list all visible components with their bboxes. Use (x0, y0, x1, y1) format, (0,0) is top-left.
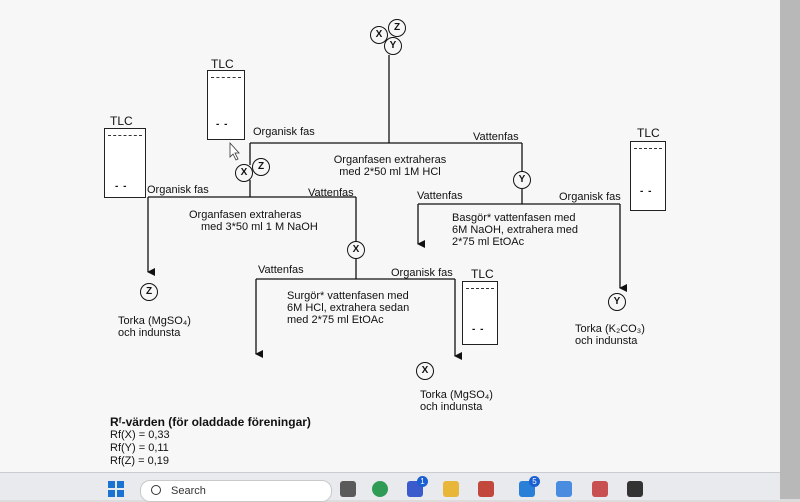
end-z-line1: Torka (MgSO₄) (118, 315, 191, 327)
tlc-spots-4: - - (472, 324, 485, 335)
step1-text: Organfasen extraheras med 2*50 ml 1M HCl (325, 154, 455, 178)
monitor-bezel (780, 0, 800, 499)
end-z-line2: och indunsta (118, 327, 181, 339)
step2-right-line3: 2*75 ml EtOAc (452, 236, 525, 248)
step3-line3: med 2*75 ml EtOAc (287, 314, 384, 326)
tlc-plate-4: - - (462, 281, 498, 345)
step3-line2: 6M HCl, extrahera sedan (287, 302, 410, 314)
taskbar-app-icon-5[interactable] (478, 481, 494, 497)
step2-left-line1: Organfasen extraheras (189, 209, 302, 221)
vattenfas-label-1: Vattenfas (473, 131, 519, 143)
compound-x-circle-start: X (370, 26, 388, 44)
taskbar-app-icon-2[interactable] (372, 481, 388, 497)
step2-right-text: Basgör* vattenfasen med 6M NaOH, extrahe… (452, 212, 578, 248)
teams-icon[interactable]: 1 (407, 476, 428, 497)
vattenfas-label-3: Vattenfas (417, 190, 463, 202)
tlc-label-1: TLC (211, 57, 234, 71)
compound-x-circle-mid: X (347, 241, 365, 259)
tlc-label-2: TLC (110, 114, 133, 128)
end-y-line1: Torka (K₂CO₃) (575, 323, 645, 335)
compound-z-circle-branch: Z (252, 158, 270, 176)
notification-badge-2: 5 (529, 476, 540, 487)
taskbar-app-icon-8[interactable] (592, 481, 608, 497)
organisk-fas-label-3: Organisk fas (559, 191, 621, 203)
rf-value-z: Rf(Z) = 0,19 (110, 455, 169, 467)
tlc-label-4: TLC (471, 267, 494, 281)
tlc-spots-2: - - (115, 181, 128, 192)
step2-left-text: Organfasen extraheras med 3*50 ml 1 M Na… (189, 209, 318, 233)
taskbar-app-icon-1[interactable] (340, 481, 356, 497)
taskbar: Search 1 5 (0, 472, 780, 502)
vattenfas-label-2: Vattenfas (308, 187, 354, 199)
rf-value-y: Rf(Y) = 0,11 (110, 442, 169, 454)
vattenfas-label-4: Vattenfas (258, 264, 304, 276)
compound-z-circle-end: Z (140, 283, 158, 301)
compound-y-circle-start: Y (384, 37, 402, 55)
start-button[interactable] (108, 481, 124, 497)
screen (0, 0, 780, 472)
compound-y-circle-branch: Y (513, 171, 531, 189)
extraction-flowchart-lines (147, 55, 627, 360)
end-x-text: Torka (MgSO₄) och indunsta (420, 389, 493, 413)
search-placeholder: Search (171, 485, 206, 497)
tlc-spots-3: - - (640, 186, 653, 197)
end-x-line1: Torka (MgSO₄) (420, 389, 493, 401)
rf-value-x: Rf(X) = 0,33 (110, 429, 170, 441)
organisk-fas-label-4: Organisk fas (391, 267, 453, 279)
organisk-fas-label-2: Organisk fas (147, 184, 209, 196)
tlc-plate-1: - - (207, 70, 245, 140)
tlc-plate-3: - - (630, 141, 666, 211)
compound-x-circle-branch: X (235, 164, 253, 182)
tlc-spots-1: - - (216, 119, 229, 130)
step2-right-line1: Basgör* vattenfasen med (452, 212, 576, 224)
compound-x-circle-end: X (416, 362, 434, 380)
step2-left-line2: med 3*50 ml 1 M NaOH (201, 221, 318, 233)
step1-line1: Organfasen extraheras (333, 154, 447, 166)
taskbar-app-icon-9[interactable] (627, 481, 643, 497)
compound-z-circle-start: Z (388, 19, 406, 37)
end-y-line2: och indunsta (575, 335, 638, 347)
rf-title: Rᶠ-värden (för oladdade föreningar) (110, 415, 311, 429)
notification-badge-1: 1 (417, 476, 428, 487)
step2-right-line2: 6M NaOH, extrahera med (452, 224, 578, 236)
organisk-fas-label-1: Organisk fas (253, 126, 315, 138)
tlc-plate-2: - - (104, 128, 146, 198)
edge-icon[interactable]: 5 (519, 476, 540, 497)
search-icon (151, 485, 161, 495)
step1-line2: med 2*50 ml 1M HCl (339, 166, 441, 178)
folder-icon[interactable] (443, 481, 459, 497)
compound-y-circle-end: Y (608, 293, 626, 311)
taskbar-app-icon-7[interactable] (556, 481, 572, 497)
end-z-text: Torka (MgSO₄) och indunsta (118, 315, 191, 339)
end-x-line2: och indunsta (420, 401, 483, 413)
step3-text: Surgör* vattenfasen med 6M HCl, extraher… (287, 290, 409, 326)
tlc-label-3: TLC (637, 126, 660, 140)
step3-line1: Surgör* vattenfasen med (287, 290, 409, 302)
end-y-text: Torka (K₂CO₃) och indunsta (575, 323, 645, 347)
